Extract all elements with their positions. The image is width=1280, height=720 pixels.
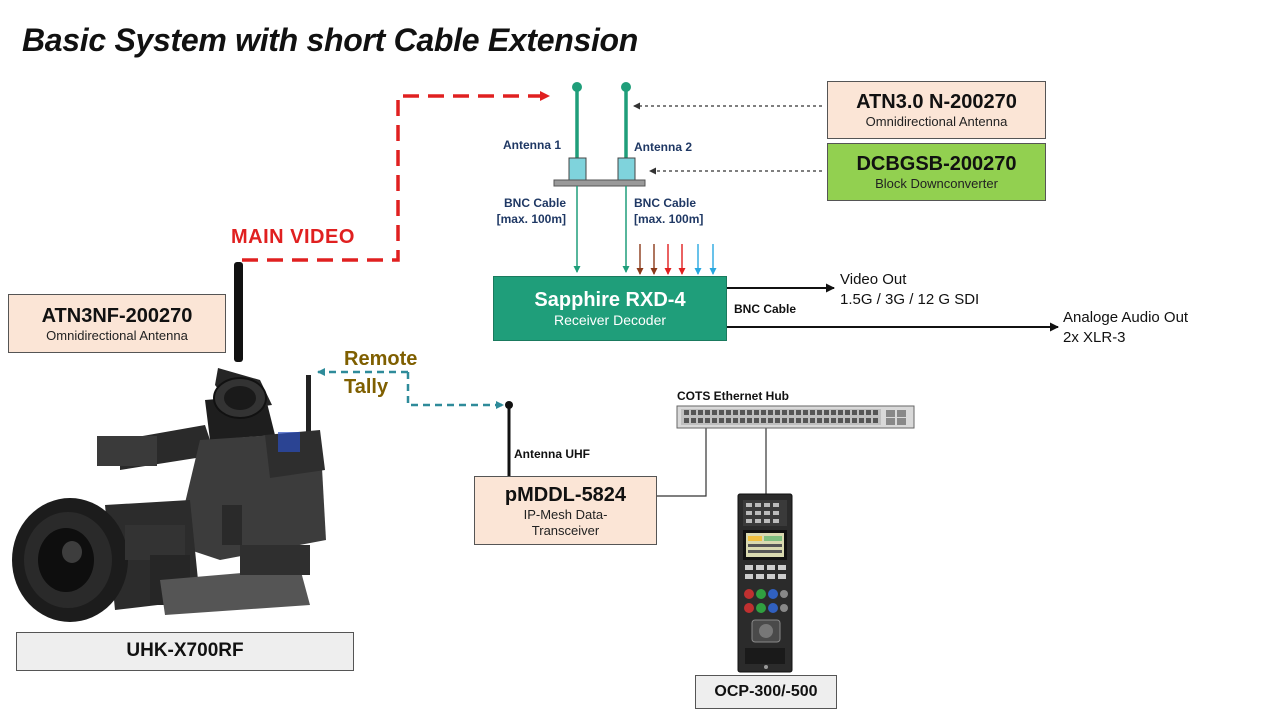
- main-video-label: MAIN VIDEO: [231, 226, 355, 248]
- cots-hub-label: COTS Ethernet Hub: [677, 389, 790, 403]
- atn30-subtitle: Omnidirectional Antenna: [865, 114, 1008, 130]
- antenna-1-icon: [568, 82, 587, 181]
- atn3nf-box: ATN3NF-200270 Omnidirectional Antenna: [8, 294, 226, 353]
- sapphire-title: Sapphire RXD-4: [534, 289, 686, 312]
- ocp-title: OCP-300/-500: [714, 683, 818, 701]
- uhf-antenna-icon: [505, 401, 513, 477]
- atn3nf-title: ATN3NF-200270: [41, 304, 193, 327]
- bnc-left-line2: [max. 100m]: [496, 212, 567, 227]
- remote-label: Remote: [344, 348, 418, 370]
- ocp-panel-icon: [737, 493, 793, 673]
- pmddl-box: pMDDL-5824 IP-Mesh Data-Transceiver: [474, 476, 657, 545]
- uhk-title: UHK-X700RF: [126, 640, 244, 662]
- sapphire-box: Sapphire RXD-4 Receiver Decoder: [493, 276, 727, 341]
- audio-out-label: Analoge Audio Out 2x XLR-3: [1063, 308, 1188, 347]
- atn30-box: ATN3.0 N-200270 Omnidirectional Antenna: [827, 81, 1046, 139]
- tally-label: Tally: [344, 376, 389, 398]
- remote-tally-link-2: [406, 372, 504, 409]
- dcbgsb-subtitle: Block Downconverter: [875, 176, 998, 192]
- uhk-box: UHK-X700RF: [16, 632, 354, 671]
- atn3nf-subtitle: Omnidirectional Antenna: [46, 327, 188, 343]
- antenna-uhf-label: Antenna UHF: [514, 447, 590, 461]
- atn30-title: ATN3.0 N-200270: [856, 91, 1017, 114]
- main-video-link: [242, 91, 550, 262]
- pmddl-subtitle: IP-Mesh Data-Transceiver: [523, 506, 608, 538]
- pmddl-title: pMDDL-5824: [504, 483, 627, 506]
- ocp-box: OCP-300/-500: [695, 675, 837, 709]
- bnc-left-label: BNC Cable [max. 100m]: [490, 195, 566, 227]
- antenna-1-label: Antenna 1: [503, 138, 562, 152]
- pmddl-hub-line: [657, 428, 707, 497]
- bnc-right-label: BNC Cable [max. 100m]: [634, 195, 703, 227]
- antenna-mount-bar: [553, 179, 646, 187]
- extra-input-arrows: [636, 244, 717, 275]
- audio-out-line1: Analoge Audio Out: [1063, 309, 1189, 326]
- video-out-label: Video Out 1.5G / 3G / 12 G SDI: [840, 270, 979, 309]
- ethernet-hub-icon: [676, 405, 915, 429]
- audio-out-line2: 2x XLR-3: [1063, 328, 1126, 346]
- video-out-line2: 1.5G / 3G / 12 G SDI: [840, 290, 980, 308]
- bnc-left-line1: BNC Cable: [504, 196, 567, 210]
- antenna-2-icon: [617, 82, 636, 181]
- bnc-right-line1: BNC Cable: [634, 196, 697, 210]
- camera-icon: [12, 262, 326, 622]
- bnc-right-line2: [max. 100m]: [634, 212, 704, 227]
- dcbgsb-title: DCBGSB-200270: [856, 153, 1017, 176]
- antenna-2-label: Antenna 2: [634, 140, 693, 154]
- video-out-line1: Video Out: [840, 271, 907, 288]
- remote-tally-label: Remote Tally: [344, 345, 417, 401]
- sapphire-subtitle: Receiver Decoder: [553, 312, 667, 329]
- dcbgsb-box: DCBGSB-200270 Block Downconverter: [827, 143, 1046, 201]
- bnc-out-label: BNC Cable: [734, 302, 797, 316]
- diagram-title: Basic System with short Cable Extension: [22, 22, 639, 58]
